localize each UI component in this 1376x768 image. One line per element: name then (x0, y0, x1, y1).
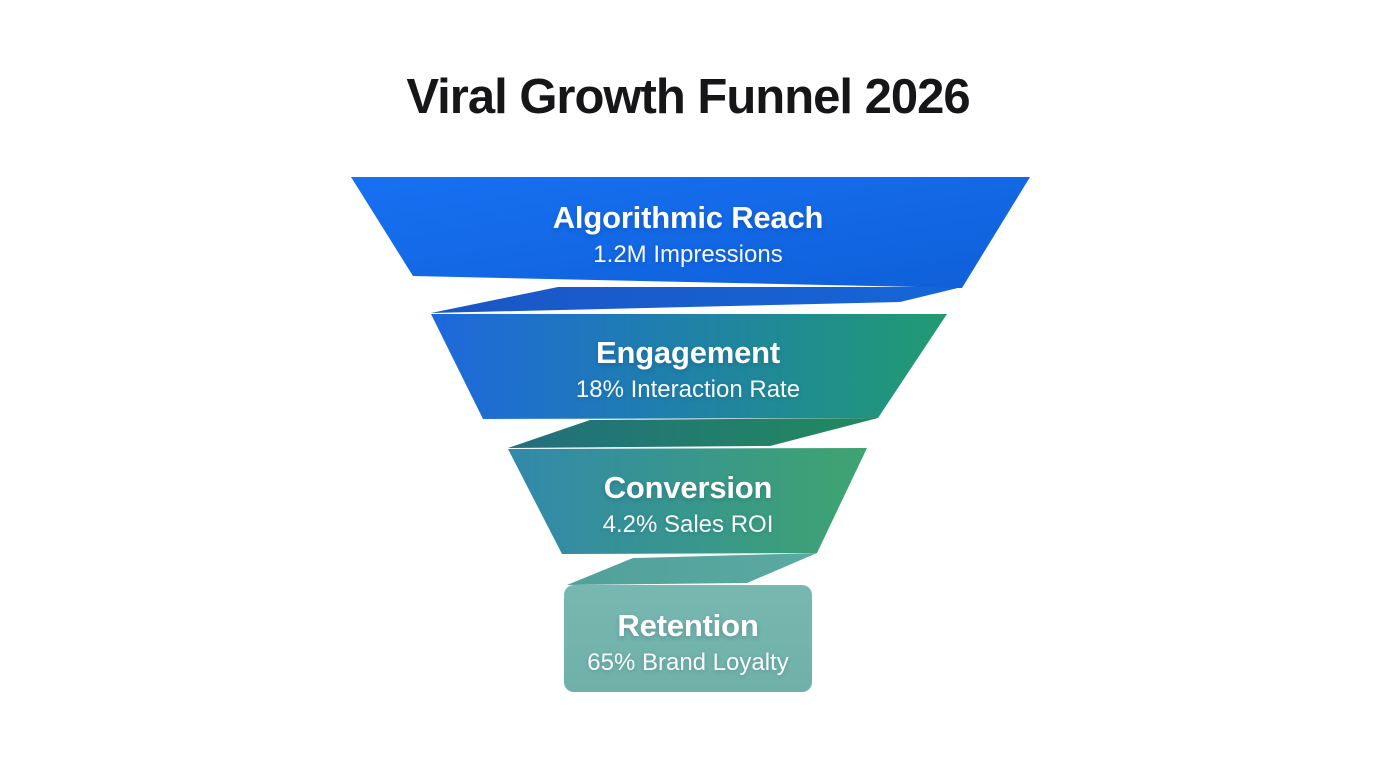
fold-connector-3 (567, 553, 817, 585)
fold-connector-2 (508, 418, 878, 448)
stage-shape-retention (564, 585, 812, 692)
fold-connector-1 (431, 287, 962, 313)
stage-shape-engagement (431, 314, 947, 419)
page-title: Viral Growth Funnel 2026 (406, 70, 970, 124)
stage-shape-algorithmic-reach (351, 177, 1030, 288)
stage-shape-conversion (508, 448, 867, 554)
